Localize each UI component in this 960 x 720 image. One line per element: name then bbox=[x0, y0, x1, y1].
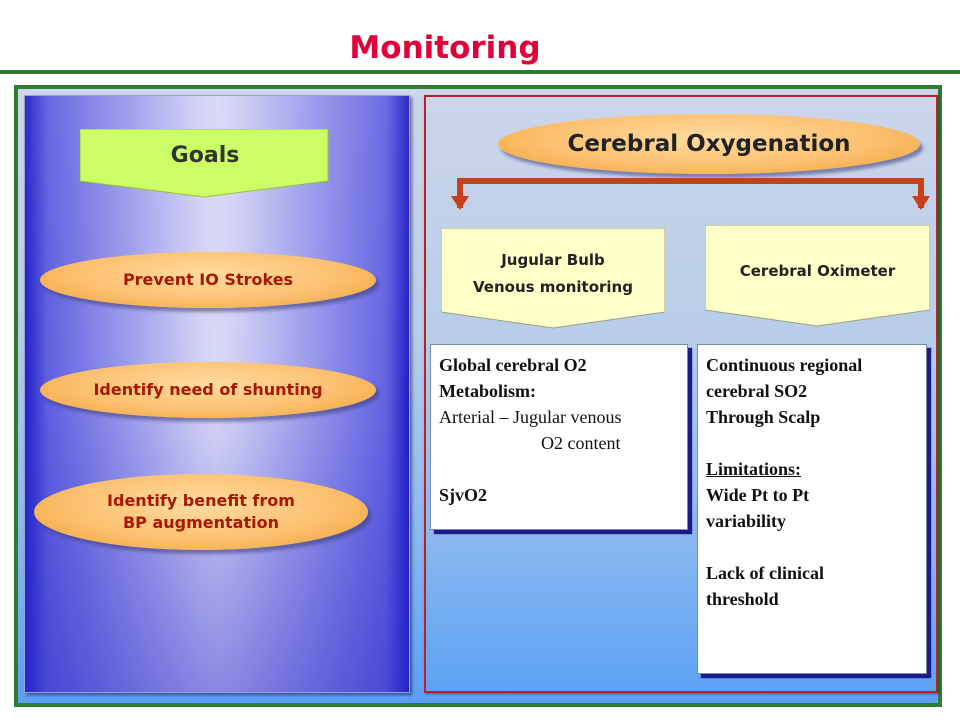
goal-label-line: Identify benefit from bbox=[107, 491, 295, 510]
cerebral-oximeter-box: Cerebral Oximeter bbox=[705, 225, 930, 327]
goal-label-line: BP augmentation bbox=[122, 513, 279, 532]
jugular-detail-line: Metabolism: bbox=[439, 381, 536, 401]
oximeter-label: Cerebral Oximeter bbox=[739, 262, 896, 280]
cerebral-heading-label: Cerebral Oxygenation bbox=[567, 131, 851, 157]
goal-label-group: Identify benefit from BP augmentation bbox=[107, 490, 295, 534]
oximeter-detail-line: Continuous regional bbox=[706, 355, 863, 375]
page-title: Monitoring bbox=[349, 30, 541, 66]
oximeter-detail-line: Wide Pt to Pt bbox=[706, 485, 810, 505]
jugular-detail-line: SjvO2 bbox=[439, 485, 488, 505]
jugular-detail-line: Arterial – Jugular venous bbox=[439, 407, 622, 427]
jugular-details-card: Global cerebral O2 Metabolism: Arterial … bbox=[430, 344, 688, 530]
oximeter-detail-line: threshold bbox=[706, 589, 779, 609]
oximeter-limitations-heading: Limitations: bbox=[706, 459, 802, 479]
goal-label: Prevent IO Strokes bbox=[122, 270, 294, 289]
spacer bbox=[706, 430, 918, 456]
oximeter-detail-line: variability bbox=[706, 511, 786, 531]
goal-prevent-io-strokes: Prevent IO Strokes bbox=[40, 252, 376, 308]
oximeter-detail-line: Lack of clinical bbox=[706, 563, 824, 583]
cerebral-oxygenation-heading: Cerebral Oxygenation bbox=[498, 114, 920, 174]
spacer bbox=[706, 534, 918, 560]
cerebral-oximeter-shape bbox=[705, 225, 930, 327]
oximeter-detail-line: cerebral SO2 bbox=[706, 381, 808, 401]
oximeter-details-card: Continuous regional cerebral SO2 Through… bbox=[697, 344, 927, 674]
goals-banner: Goals bbox=[80, 129, 329, 198]
cerebral-panel bbox=[424, 95, 938, 693]
jugular-label-line: Jugular Bulb bbox=[501, 251, 605, 269]
goal-label: Identify need of shunting bbox=[93, 380, 323, 399]
oximeter-detail-line: Through Scalp bbox=[706, 407, 821, 427]
jugular-bulb-shape bbox=[441, 228, 665, 329]
goal-bp-augmentation: Identify benefit from BP augmentation bbox=[34, 474, 368, 550]
title-divider bbox=[0, 70, 960, 74]
goals-banner-shape bbox=[80, 129, 329, 198]
goals-heading: Goals bbox=[170, 143, 240, 168]
arrow-head-right bbox=[912, 196, 930, 210]
split-arrow bbox=[451, 178, 930, 210]
jugular-detail-line: O2 content bbox=[541, 433, 621, 453]
goal-identify-shunting: Identify need of shunting bbox=[40, 362, 376, 418]
jugular-bulb-box: Jugular Bulb Venous monitoring bbox=[441, 228, 665, 330]
arrow-head-left bbox=[451, 196, 469, 210]
jugular-label-line: Venous monitoring bbox=[473, 278, 633, 296]
spacer bbox=[439, 456, 679, 482]
jugular-detail-line: Global cerebral O2 bbox=[439, 355, 587, 375]
